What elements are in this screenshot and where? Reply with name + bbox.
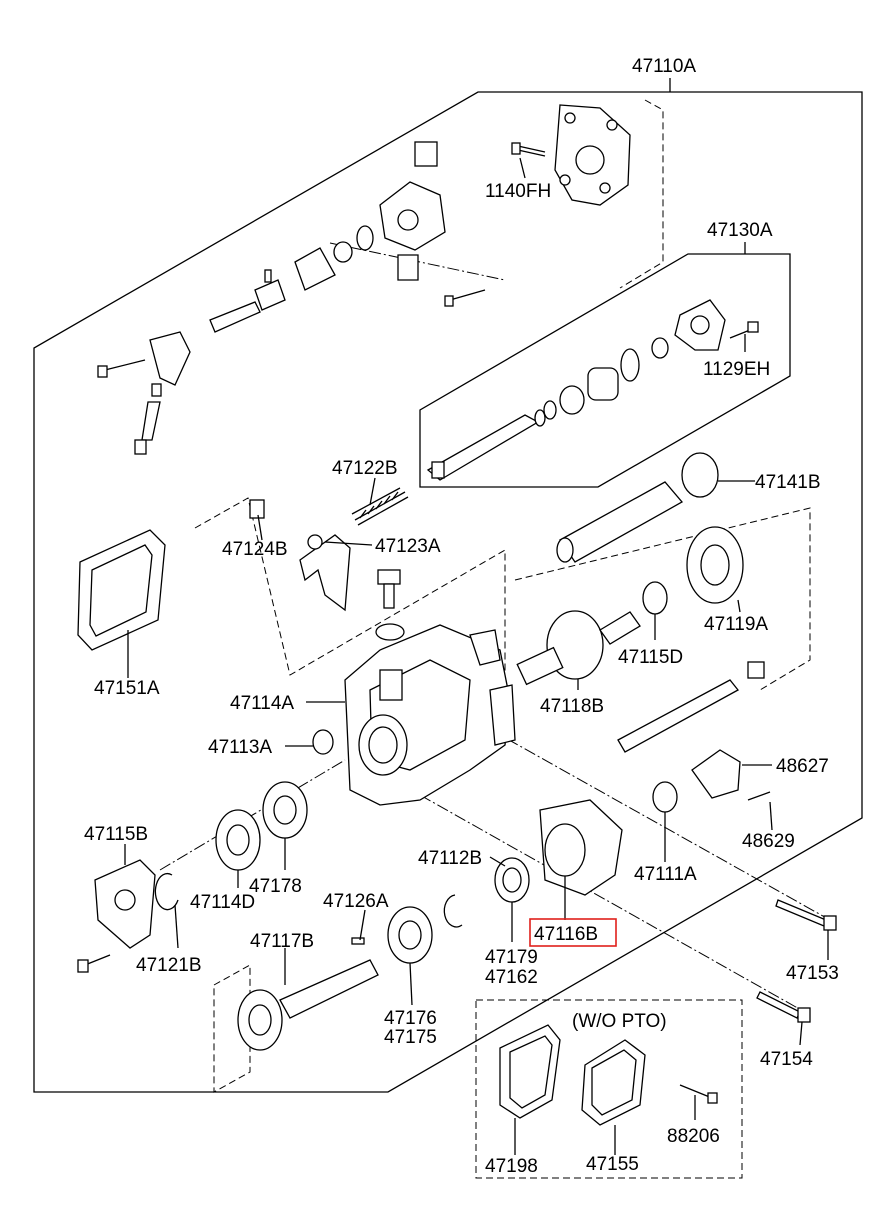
bolt-1140fh-part	[511, 142, 546, 157]
label-47151a: 47151A	[94, 678, 160, 699]
shaft-group-outline	[514, 507, 811, 691]
axis-line-3	[419, 794, 811, 1016]
bearing-47114d-part	[215, 809, 261, 871]
label-47112b: 47112B	[418, 848, 482, 869]
bolt-47154-part	[756, 991, 811, 1023]
axis-line-4	[159, 759, 346, 871]
gear-47118b-part	[516, 610, 641, 686]
label-47130a: 47130A	[707, 220, 773, 241]
label-47154: 47154	[760, 1049, 813, 1070]
label-47178: 47178	[249, 876, 302, 897]
bearing-47176-part	[387, 906, 433, 964]
bearing-47178-part	[262, 781, 308, 839]
pto-cover-part	[554, 104, 631, 206]
housing-47114a-part	[312, 624, 516, 806]
wo-pto-box	[475, 999, 743, 1179]
label-47155: 47155	[586, 1154, 639, 1175]
shift-fork-group-outline	[194, 497, 506, 680]
label-1129eh: 1129EH	[703, 359, 770, 380]
label-47122b: 47122B	[332, 458, 398, 479]
shift-fork-part	[249, 499, 405, 641]
label-47111a: 47111A	[634, 864, 697, 885]
cover-47115b-part	[77, 859, 156, 973]
label-47153: 47153	[786, 963, 839, 984]
shaft-47141b-part	[556, 452, 744, 615]
label-47119a: 47119A	[704, 614, 768, 635]
label-47115d: 47115D	[618, 647, 683, 668]
sensor-48627-part	[691, 749, 771, 801]
bolt-88206-part	[679, 1084, 718, 1104]
label-47110a: 47110A	[632, 56, 696, 77]
gasket-47151a-part	[77, 529, 166, 651]
label-47176: 47176	[384, 1008, 437, 1029]
label-47175: 47175	[384, 1027, 437, 1048]
label-47116b: 47116B	[534, 924, 598, 945]
leader-lines	[124, 157, 829, 1155]
label-47162: 47162	[485, 967, 538, 988]
label-47115b: 47115B	[84, 824, 148, 845]
subassembly-47130a-frame	[419, 242, 791, 488]
snap-ring-47121b-part	[154, 872, 179, 911]
label-47121b: 47121B	[136, 955, 202, 976]
cover-47155-part	[581, 1039, 646, 1126]
label-47117b: 47117B	[250, 931, 314, 952]
label-47126a: 47126A	[323, 891, 389, 912]
label-47141b: 47141B	[755, 472, 821, 493]
label-1140fh: 1140FH	[485, 181, 551, 202]
label-47123a: 47123A	[375, 536, 441, 557]
label-47113a: 47113A	[208, 737, 272, 758]
axis-line-2	[419, 689, 831, 921]
label-48629: 48629	[742, 831, 795, 852]
gear-47117b-part	[237, 937, 379, 1051]
label-47118b: 47118B	[540, 696, 604, 717]
cover-group-outline	[619, 99, 664, 289]
label-47114a: 47114A	[230, 693, 294, 714]
seal-47179-part	[494, 857, 530, 903]
label-47179: 47179	[485, 947, 538, 968]
label-wo-pto: (W/O PTO)	[572, 1011, 667, 1032]
part-labels: 47110A 1140FH 47130A 1129EH 47122B 47141…	[84, 56, 839, 1177]
valve-body-part	[97, 141, 486, 455]
snap-ring-47112b-part	[443, 894, 463, 928]
shift-rail-part	[426, 299, 759, 481]
shift-rod-part	[617, 661, 765, 753]
washer-47111a-part	[652, 781, 678, 813]
spring-47122b-part	[351, 487, 409, 526]
label-47124b: 47124B	[222, 539, 288, 560]
input-gear-group-outline	[213, 964, 251, 1093]
assembly-frame	[33, 78, 863, 1093]
label-88206: 88206	[667, 1126, 720, 1147]
label-47114d: 47114D	[190, 892, 255, 913]
highlight-box-47116b	[529, 918, 617, 947]
bolt-47153-part	[775, 899, 837, 931]
gasket-47198-part	[499, 1024, 561, 1119]
label-47198: 47198	[485, 1156, 538, 1177]
label-48627: 48627	[776, 756, 829, 777]
retainer-47116b-part	[539, 799, 623, 896]
